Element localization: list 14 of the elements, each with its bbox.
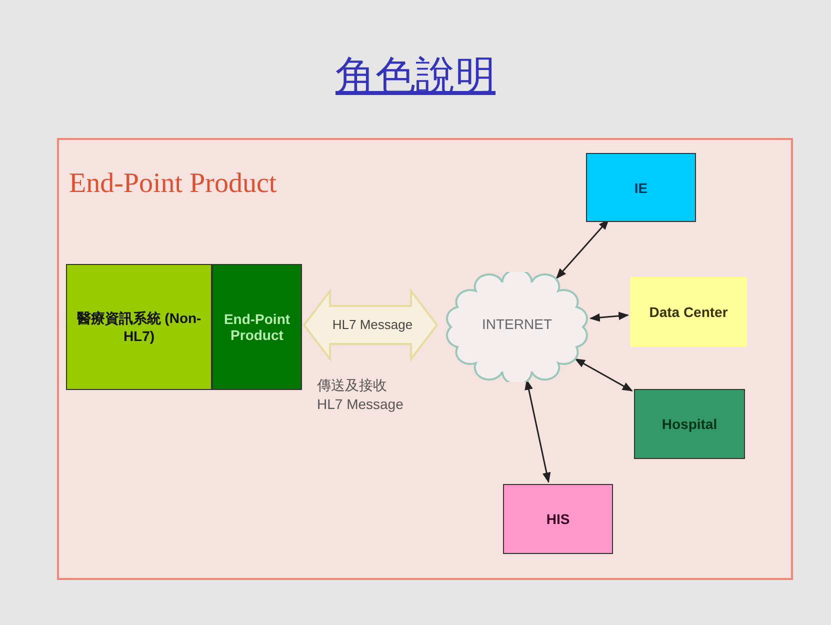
system-box: IE [586, 153, 696, 222]
product-box: End-Point Product [212, 264, 302, 390]
title: 角色說明 [334, 52, 496, 101]
panel-heading: End-Point Product [69, 168, 277, 200]
arrow [589, 312, 630, 322]
arrow [524, 379, 551, 484]
note-text: 傳送及接收 HL7 Message [317, 376, 404, 414]
system-box: 醫療資訊系統 (Non-HL7) [66, 264, 212, 390]
system-box: Hospital [634, 389, 745, 459]
system-box: HIS [503, 484, 613, 554]
cloud-label: INTERNET [481, 316, 553, 332]
system-box: Data Center [630, 277, 747, 347]
arrow [574, 358, 633, 392]
panel [57, 138, 793, 580]
